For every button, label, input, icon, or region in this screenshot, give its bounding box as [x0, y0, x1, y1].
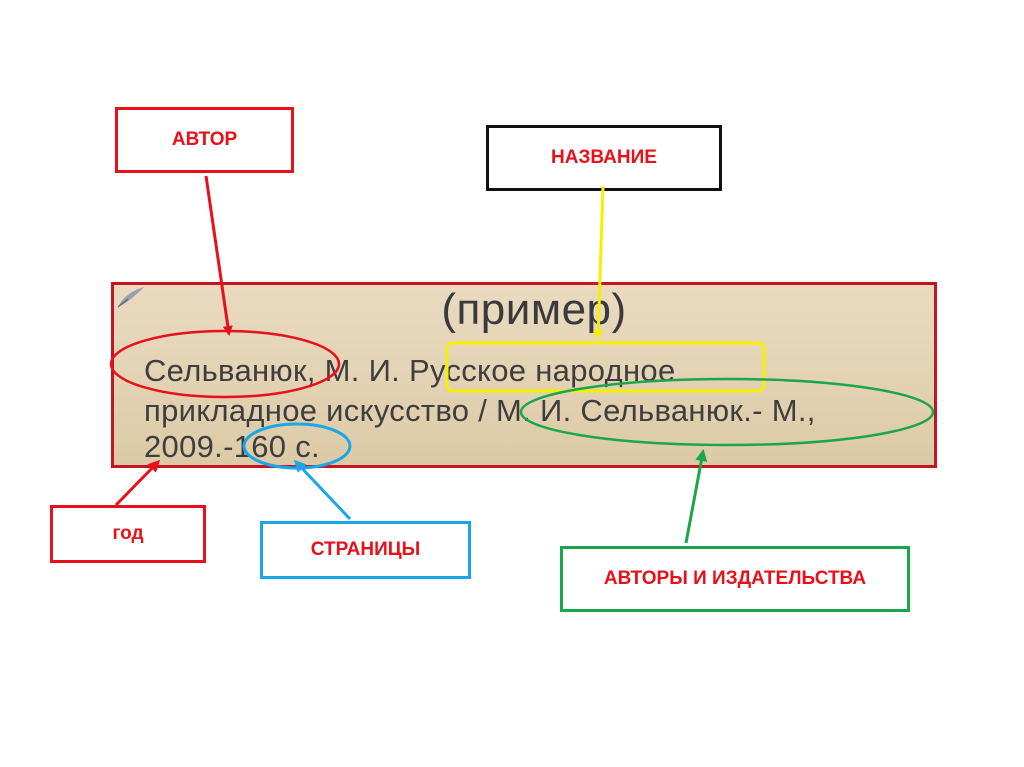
example-heading: (пример): [441, 285, 627, 334]
author-label-box: АВТОР: [115, 107, 294, 173]
pages-label-box: СТРАНИЦЫ: [260, 521, 471, 579]
author-label: АВТОР: [171, 129, 238, 150]
bibliographic-example-card: (пример) Сельванюк, М. И. Русское народн…: [111, 282, 937, 468]
citation-line-1: Сельванюк, М. И. Русское народное: [144, 353, 676, 388]
citation-line-3: 2009.-160 с.: [144, 429, 320, 464]
title-label: НАЗВАНИЕ: [551, 147, 657, 168]
pages-arrow: [293, 459, 352, 521]
pages-label: СТРАНИЦЫ: [310, 539, 421, 560]
citation-line-2: прикладное искусство / М. И. Сельванюк.-…: [144, 393, 816, 428]
authors-publishers-label: АВТОРЫ И ИЗДАТЕЛЬСТВА: [603, 568, 867, 589]
feather-icon: [117, 287, 144, 308]
year-arrow: [114, 459, 161, 507]
title-label-box: НАЗВАНИЕ: [486, 125, 722, 191]
authors-publishers-label-box: АВТОРЫ И ИЗДАТЕЛЬСТВА: [560, 546, 910, 612]
year-label: год: [112, 523, 144, 544]
year-label-box: год: [50, 505, 206, 563]
